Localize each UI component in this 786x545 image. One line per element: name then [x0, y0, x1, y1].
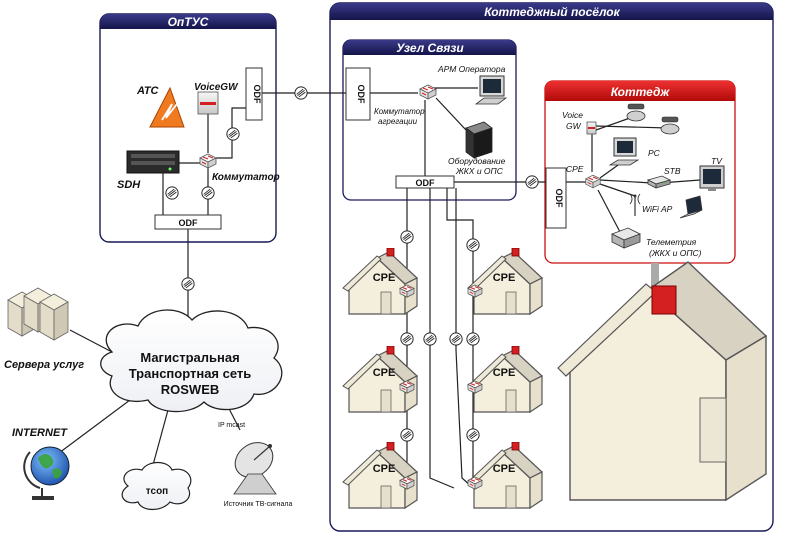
tsop-cloud-icon — [121, 461, 192, 511]
fiber-coupler-icon — [400, 332, 414, 346]
fiber-coupler-icon — [400, 428, 414, 442]
backbone-label-3: ROSWEB — [161, 382, 220, 397]
optus-odf-bottom-label: ODF — [179, 218, 199, 228]
agg-switch-label-1: Коммутатор — [374, 107, 425, 116]
voicegw-device-icon — [197, 91, 219, 115]
big-house-icon — [557, 261, 768, 502]
cottage-voicegw-label-1: Voice — [562, 110, 583, 120]
fiber-coupler-icon — [165, 186, 179, 200]
sdh-icon — [126, 150, 180, 174]
node-odf-side-label: ODF — [356, 85, 366, 105]
telemetry-device-icon — [611, 227, 641, 249]
arm-pc-icon — [474, 75, 508, 105]
fiber-coupler-icon — [466, 332, 480, 346]
node-odf-bottom-label: ODF — [416, 178, 436, 188]
servers-label: Сервера услуг — [4, 359, 84, 371]
ip-mcast-label: IP mcast — [218, 422, 245, 429]
fiber-coupler-icon — [400, 230, 414, 244]
equip-label-2: ЖКХ и ОПС — [455, 166, 504, 176]
fiber-coupler-icon — [466, 238, 480, 252]
house-cpe-label: CPE — [373, 272, 396, 284]
node-odf-bottom: ODF — [395, 175, 455, 189]
equip-label-1: Оборудование — [448, 156, 506, 166]
phone-icon — [660, 116, 680, 135]
arm-label: АРМ Оператора — [437, 64, 506, 74]
cottage-voicegw-icon — [586, 121, 597, 135]
optus-odf-side-label: ODF — [252, 85, 262, 105]
backbone-label-1: Магистральная — [140, 350, 239, 365]
house-5: CPE — [342, 442, 418, 509]
phone-icon — [626, 103, 646, 122]
fiber-coupler-icon — [449, 332, 463, 346]
house-3: CPE — [342, 346, 418, 413]
internet-label: INTERNET — [12, 427, 68, 439]
fiber-coupler-icon — [294, 86, 308, 100]
optus-odf-bottom: ODF — [154, 214, 222, 230]
stb-label: STB — [664, 166, 681, 176]
optus-panel: ОпТУС — [99, 13, 277, 243]
telemetry-label-1: Телеметрия — [646, 237, 697, 247]
optus-odf-side: ODF — [245, 67, 263, 121]
house-cpe-label: CPE — [373, 367, 396, 379]
fiber-coupler-icon — [226, 127, 240, 141]
cottage-cpe-label: CPE — [566, 164, 584, 174]
equipment-server-icon — [465, 121, 493, 159]
wifi-icon — [629, 193, 641, 216]
wifi-label: WiFi AP — [642, 204, 673, 214]
house-cpe-label: CPE — [493, 367, 516, 379]
house-cpe-label: CPE — [493, 272, 516, 284]
servers-icon — [7, 287, 69, 341]
optus-title: ОпТУС — [168, 15, 209, 29]
backbone-cloud-icon — [100, 309, 283, 413]
node-odf-side: ODF — [345, 67, 371, 121]
fiber-coupler-icon — [525, 175, 539, 189]
cottage-voicegw-label-2: GW — [566, 121, 582, 131]
telemetry-label-2: (ЖКХ и ОПС) — [649, 248, 702, 258]
sdh-label: SDH — [117, 179, 141, 191]
atc-icon — [149, 86, 185, 128]
house-cpe-label: CPE — [493, 463, 516, 475]
backbone-label-2: Транспортная сеть — [129, 366, 252, 381]
fiber-coupler-icon — [181, 277, 195, 291]
house-6: CPE — [467, 442, 543, 509]
cottage-odf-label: ODF — [554, 189, 564, 209]
tsop-label: тсоп — [146, 486, 168, 497]
switch-label: Коммутатор — [212, 172, 280, 183]
cottage-odf: ODF — [545, 167, 567, 229]
tv-source-label: Источник ТВ-сигнала — [224, 501, 293, 508]
cottage-village-title: Коттеджный посёлок — [484, 5, 620, 19]
tv-label: TV — [711, 156, 723, 166]
laptop-icon — [679, 195, 703, 219]
fiber-coupler-icon — [466, 428, 480, 442]
cottage-title: Коттедж — [611, 85, 671, 99]
house-1: CPE — [342, 248, 418, 315]
pc-label: PC — [648, 148, 661, 158]
pc-icon — [608, 137, 640, 166]
stb-icon — [646, 175, 672, 189]
satellite-dish-icon — [233, 442, 277, 495]
house-cpe-label: CPE — [373, 463, 396, 475]
fiber-coupler-icon — [201, 186, 215, 200]
fiber-coupler-icon — [423, 332, 437, 346]
house-2: CPE — [467, 248, 543, 315]
comm-node-title: Узел Связи — [396, 41, 464, 55]
agg-switch-label-2: агрегации — [378, 117, 418, 126]
house-4: CPE — [467, 346, 543, 413]
comm-node-panel: Узел Связи — [342, 39, 517, 201]
atc-label: АТС — [136, 85, 160, 97]
voicegw-label: VoiceGW — [194, 82, 239, 93]
internet-globe-icon — [23, 446, 70, 500]
tv-icon — [699, 165, 725, 191]
